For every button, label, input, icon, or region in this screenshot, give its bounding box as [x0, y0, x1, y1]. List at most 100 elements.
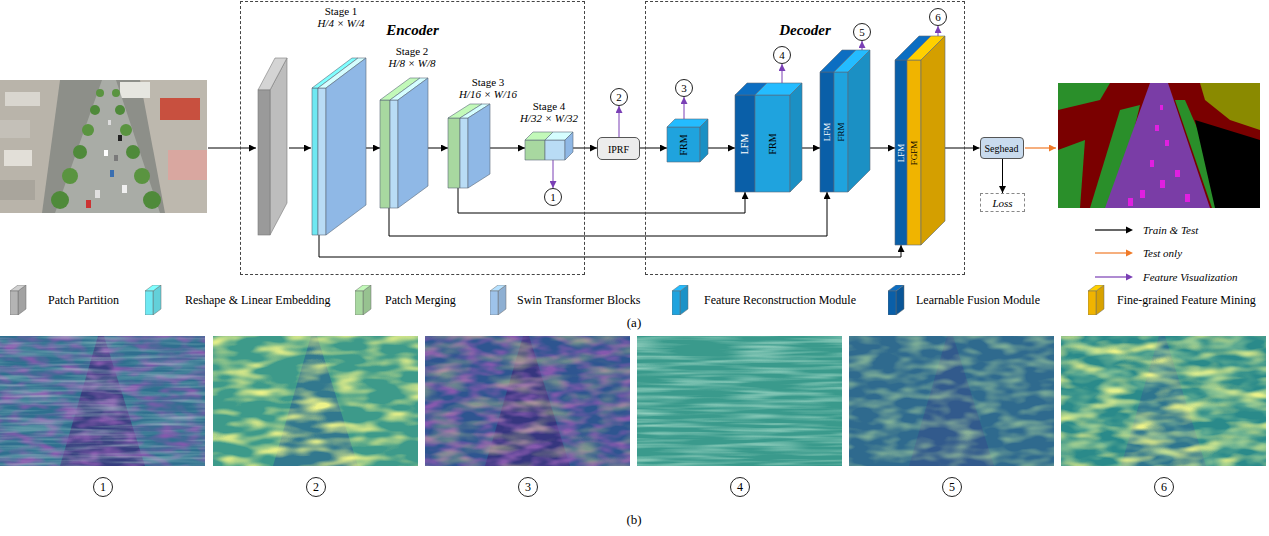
flow-arrow	[366, 148, 380, 149]
block-front	[312, 88, 318, 235]
block-side	[326, 58, 366, 235]
block-front	[907, 60, 921, 245]
flow-arrow	[573, 148, 597, 149]
legend-item: Fine-grained Feature Mining	[1088, 285, 1127, 315]
block-front	[448, 118, 460, 188]
visualization-arrow	[938, 26, 939, 36]
legend-text: Fine-grained Feature Mining	[1117, 285, 1256, 315]
legend-swatch-drawing	[1088, 285, 1106, 315]
callout-circle: 3	[518, 477, 538, 497]
stage-label: H/16 × W/16	[459, 88, 517, 100]
module-block: LFMFGFM	[895, 36, 945, 245]
stage-block: Stage 2H/8 × W/8	[375, 44, 440, 208]
stage-label: Stage 1	[325, 5, 358, 17]
module-label: FRM	[679, 134, 689, 155]
swatch-face	[145, 285, 161, 291]
legend-arrowhead	[1126, 274, 1133, 281]
block-front	[667, 127, 700, 162]
callout-number: 6	[930, 9, 946, 25]
region-title: Decoder	[646, 21, 964, 39]
legend-swatch	[10, 285, 28, 315]
callout-circle: 4	[773, 46, 791, 64]
stage-label: H/8 × W/8	[388, 57, 435, 69]
block-drawing	[820, 50, 870, 192]
swatch-face	[490, 291, 498, 315]
module-label: FGFM	[910, 140, 919, 165]
legend-text: Reshape & Linear Embedding	[185, 285, 331, 315]
legend-arrowhead	[1126, 250, 1133, 257]
flow-arrow	[319, 235, 901, 257]
legend-text: Patch Partition	[48, 285, 119, 315]
callout-number: 2	[611, 89, 627, 105]
block-side	[921, 36, 945, 245]
flow-arrow	[802, 148, 820, 149]
legend-text: Feature Reconstruction Module	[704, 285, 856, 315]
block-side	[848, 50, 870, 192]
callout-circle: 5	[942, 477, 962, 497]
legend-line	[1095, 252, 1127, 253]
block-shape	[448, 104, 490, 188]
legend-item: Learnable Fusion Module	[888, 285, 926, 315]
callout-number: 6	[1155, 478, 1173, 496]
legend-item: Test only	[1095, 244, 1265, 262]
legend-text: Feature Visualization	[1143, 268, 1237, 286]
flow-arrow	[870, 148, 895, 149]
swatch-face	[888, 291, 896, 315]
legend-line-sample	[1095, 221, 1135, 239]
block-front	[380, 100, 390, 208]
flow-arrow	[389, 192, 827, 236]
legend-swatch-drawing	[10, 285, 28, 315]
legend-swatch-drawing	[490, 285, 508, 315]
process-label: IPRF	[608, 143, 629, 154]
swatch-face	[355, 291, 363, 315]
block-shape	[525, 132, 573, 160]
feature-maps	[0, 336, 1266, 466]
callout-circle: 3	[675, 79, 693, 97]
legend-line	[1095, 276, 1127, 277]
block-side	[700, 119, 708, 162]
callout-number: 3	[519, 478, 537, 496]
swatch-face	[1088, 285, 1104, 291]
swatch-face	[888, 285, 904, 291]
stage-label: Stage 3	[472, 76, 505, 88]
flow-arrow	[458, 188, 745, 213]
block-front	[460, 118, 468, 188]
process-box: IPRF	[597, 137, 640, 160]
callout-number: 4	[731, 478, 749, 496]
callout-circle: 4	[730, 477, 750, 497]
legend-swatch-drawing	[672, 285, 690, 315]
callout-number: 1	[545, 189, 561, 205]
visualization-arrow	[862, 41, 863, 50]
legend-swatch	[490, 285, 508, 315]
callout-number: 2	[307, 478, 325, 496]
visualization-arrow	[782, 64, 783, 83]
visualization-arrow	[684, 97, 685, 119]
swatch-face	[10, 291, 18, 315]
callout-number: 4	[774, 47, 790, 63]
legend-text: Patch Merging	[385, 285, 456, 315]
legend-swatch-drawing	[145, 285, 163, 315]
patch-partition-block	[258, 58, 287, 235]
callout-number: 3	[676, 80, 692, 96]
legend-arrowhead	[1126, 227, 1133, 234]
callout-circle: 5	[853, 23, 871, 41]
region-title: Encoder	[241, 21, 584, 39]
region-box: DecoderFRM3LFMFRM4LFMFRM5LFMFGFM6	[645, 1, 965, 275]
block-side	[790, 83, 802, 192]
process-label: Seghead	[985, 143, 1019, 154]
block-drawing	[380, 78, 428, 208]
panel-label: (b)	[626, 512, 641, 528]
swatch-face	[145, 291, 153, 315]
module-label: FRM	[837, 122, 846, 141]
panel-label: (a)	[627, 315, 641, 331]
legend-line	[1095, 229, 1127, 230]
region-box: EncoderStage 1H/4 × W/4Stage 2H/8 × W/8S…	[240, 1, 585, 275]
swatch-face	[490, 285, 506, 291]
legend-swatch-drawing	[888, 285, 906, 315]
flow-arrow	[1002, 159, 1003, 193]
flow-arrow	[428, 148, 448, 149]
swatch-face	[672, 285, 688, 291]
block-side	[468, 104, 490, 188]
legend-item: Patch Merging	[355, 285, 395, 315]
